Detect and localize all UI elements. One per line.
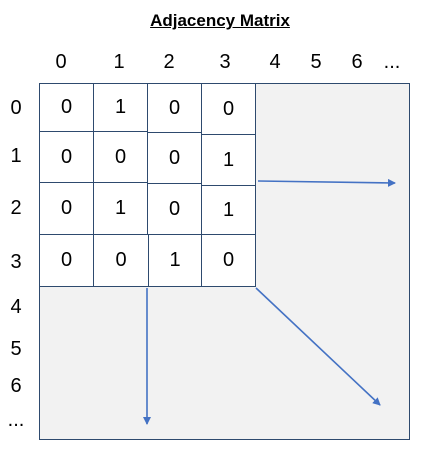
row-label-1: 1	[10, 145, 22, 167]
matrix-cell-0-3: 0	[201, 83, 256, 135]
matrix-cell-2-0: 0	[39, 182, 94, 235]
matrix-cell-2-1: 1	[93, 182, 148, 235]
column-label-1: 1	[113, 51, 125, 73]
matrix-cell-2-3: 1	[201, 185, 256, 235]
column-label-ellipsis: ...	[383, 51, 401, 73]
matrix-cell-2-2: 0	[147, 183, 202, 235]
column-label-4: 4	[269, 51, 281, 73]
row-label-0: 0	[10, 97, 22, 119]
matrix-cell-1-3: 1	[201, 134, 256, 186]
matrix-cell-1-0: 0	[39, 131, 94, 183]
column-label-6: 6	[351, 51, 363, 73]
matrix-cell-1-1: 0	[93, 131, 148, 183]
diagram-title: Adjacency Matrix	[150, 11, 290, 30]
matrix-cell-3-0: 0	[39, 234, 94, 287]
matrix-cell-0-2: 0	[147, 83, 202, 133]
column-label-2: 2	[163, 51, 175, 73]
row-label-3: 3	[10, 251, 22, 273]
matrix-cell-3-3: 0	[201, 234, 256, 287]
matrix-cell-0-1: 1	[93, 83, 148, 132]
row-label-4: 4	[10, 296, 22, 318]
row-label-ellipsis: ...	[7, 409, 25, 431]
row-label-5: 5	[10, 338, 22, 360]
column-label-5: 5	[310, 51, 322, 73]
matrix-cell-1-2: 0	[147, 132, 202, 184]
column-label-0: 0	[55, 51, 67, 73]
row-label-2: 2	[10, 197, 22, 219]
matrix-cell-3-1: 0	[93, 234, 149, 287]
column-label-3: 3	[219, 51, 231, 73]
matrix-cell-3-2: 1	[148, 234, 202, 287]
row-label-6: 6	[10, 375, 22, 397]
matrix-cell-0-0: 0	[39, 83, 94, 132]
